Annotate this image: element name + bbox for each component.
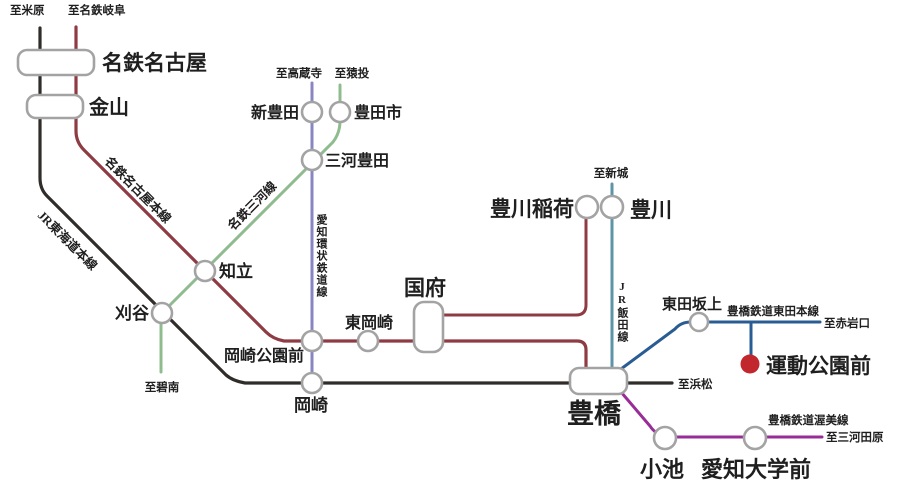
label-toyohashi: 豊橋 — [567, 399, 622, 429]
station-circle-koike — [652, 425, 678, 451]
label-kariya: 刈谷 — [115, 303, 150, 323]
label-dest-hamamatsu: 至浜松 — [678, 377, 713, 391]
label-meitetsu-nagoya: 名鉄名古屋 — [102, 51, 207, 75]
label-kanayama: 金山 — [88, 95, 129, 119]
station-circle-mikawa-toyota — [300, 148, 324, 172]
label-line-meitetsu-main: 名鉄名古屋本線 — [102, 154, 175, 227]
label-dest-hekinan: 至碧南 — [145, 380, 180, 394]
label-higashida-sakaue: 東田坂上 — [662, 295, 722, 313]
label-line-jr-iida: JR飯田線 — [616, 281, 630, 343]
label-line-atsumi: 豊橋鉄道渥美線 — [768, 413, 849, 427]
label-undo-koen-mae: 運動公園前 — [766, 354, 871, 378]
station-circle-toyokawa — [599, 194, 625, 220]
highlight-station-dot-undo-koen-mae — [740, 354, 760, 374]
station-circle-chiryu — [193, 259, 217, 283]
label-line-aichi-loop: 愛知環状鉄道線 — [315, 213, 329, 298]
station-circle-okazaki-koen-mae — [300, 329, 324, 353]
label-dest-sanage: 至猿投 — [335, 66, 370, 80]
label-toyotashi: 豊田市 — [354, 103, 402, 122]
label-dest-maibara: 至米原 — [10, 3, 45, 17]
label-ko: 国府 — [404, 276, 446, 300]
label-toyokawa-inari: 豊川稲荷 — [490, 197, 574, 221]
label-chiryu: 知立 — [218, 261, 253, 281]
label-okazaki: 岡崎 — [294, 395, 328, 415]
line-jr-tokaido-main — [38, 26, 674, 385]
label-aichi-daigaku-mae: 愛知大学前 — [701, 457, 811, 482]
station-markers — [16, 48, 768, 451]
station-box-ko — [412, 300, 445, 354]
station-box-kanayama — [25, 93, 85, 120]
station-circle-toyokawa-inari — [574, 194, 600, 220]
label-okazaki-koen-mae: 岡崎公園前 — [224, 346, 304, 365]
station-circle-okazaki — [300, 371, 324, 395]
station-circle-kariya — [150, 301, 174, 325]
line-meitetsu-toyokawa-branch — [441, 214, 588, 317]
rail-lines — [38, 25, 824, 439]
station-box-toyohashi — [568, 366, 629, 396]
label-dest-meitetsu-gifu: 至名鉄岐阜 — [68, 3, 126, 17]
station-circle-higashi-okazaki — [356, 329, 380, 353]
station-box-meitetsu-nagoya — [16, 48, 96, 77]
label-mikawa-toyota: 三河豊田 — [325, 151, 389, 170]
label-shin-toyota: 新豊田 — [251, 103, 299, 122]
line-meitetsu-main — [74, 25, 588, 371]
label-dest-kozoji: 至高蔵寺 — [276, 66, 322, 80]
station-labels: 名鉄名古屋 金山 新豊田 豊田市 三河豊田 知立 刈谷 岡崎公園前 東岡崎 岡崎… — [88, 51, 871, 482]
station-circle-shin-toyota — [300, 100, 324, 124]
label-dest-akaiwaguchi: 至赤岩口 — [824, 316, 870, 330]
label-koike: 小池 — [640, 457, 684, 482]
label-line-azumada: 豊橋鉄道東田本線 — [727, 304, 819, 318]
label-dest-mikawa-tahara: 至三河田原 — [826, 430, 884, 444]
destination-labels: 至米原 至名鉄岐阜 至高蔵寺 至猿投 至新城 至碧南 至浜松 至赤岩口 至三河田… — [10, 3, 884, 444]
label-higashi-okazaki: 東岡崎 — [345, 313, 393, 332]
label-dest-shinshiro: 至新城 — [594, 166, 629, 180]
station-circle-aichi-daigaku-mae — [742, 425, 768, 451]
station-circle-higashida-sakaue — [688, 311, 710, 333]
label-toyokawa: 豊川 — [630, 198, 672, 222]
station-circle-toyotashi — [328, 100, 352, 124]
